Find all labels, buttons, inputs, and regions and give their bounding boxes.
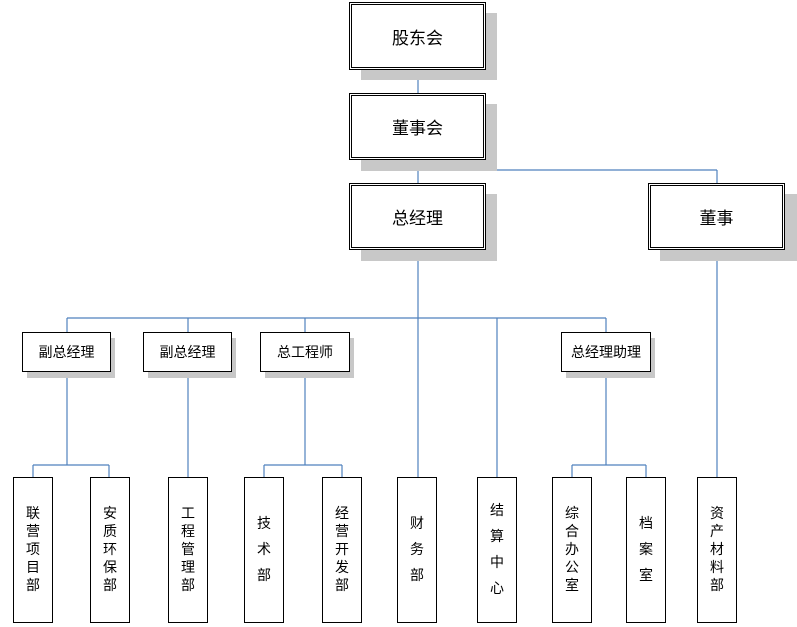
dept-safety-env: 安质环保部 bbox=[90, 477, 130, 623]
shareholders-box: 股东会 bbox=[349, 2, 486, 70]
dept-joint-project: 联营项目部 bbox=[13, 477, 53, 623]
director-label: 董事 bbox=[699, 209, 734, 229]
dept-assets-materials-label: 资产材料部 bbox=[710, 506, 724, 594]
vgm2-box: 副总经理 bbox=[143, 332, 232, 372]
dept-finance: 财务部 bbox=[397, 477, 437, 623]
vgm1-label: 副总经理 bbox=[38, 345, 95, 361]
dept-archives-label: 档案室 bbox=[639, 516, 653, 584]
dept-engineering: 工程管理部 bbox=[168, 477, 208, 623]
dept-business-dev: 经营开发部 bbox=[322, 477, 362, 623]
dept-joint-project-label: 联营项目部 bbox=[26, 506, 40, 594]
dept-settlement-label: 结算中心 bbox=[490, 503, 504, 597]
general-manager-box: 总经理 bbox=[349, 183, 486, 250]
dept-general-office-label: 综合办公室 bbox=[565, 506, 579, 594]
general-manager-label: 总经理 bbox=[392, 209, 443, 229]
dept-finance-label: 财务部 bbox=[410, 516, 424, 584]
dept-safety-env-label: 安质环保部 bbox=[103, 506, 117, 594]
board-box: 董事会 bbox=[349, 93, 486, 160]
dept-business-dev-label: 经营开发部 bbox=[335, 506, 349, 594]
dept-technology: 技术部 bbox=[244, 477, 284, 623]
vgm2-label: 副总经理 bbox=[159, 345, 216, 361]
vgm1-box: 副总经理 bbox=[22, 332, 111, 372]
dept-engineering-label: 工程管理部 bbox=[181, 506, 195, 594]
dept-technology-label: 技术部 bbox=[257, 516, 271, 584]
gm-assistant-box: 总经理助理 bbox=[561, 332, 651, 372]
dept-general-office: 综合办公室 bbox=[552, 477, 592, 623]
director-box: 董事 bbox=[648, 183, 785, 250]
chief-engineer-label: 总工程师 bbox=[277, 345, 333, 361]
board-label: 董事会 bbox=[392, 119, 443, 139]
shareholders-label: 股东会 bbox=[392, 28, 443, 49]
gm-assistant-label: 总经理助理 bbox=[571, 345, 641, 361]
dept-archives: 档案室 bbox=[626, 477, 666, 623]
chief-engineer-box: 总工程师 bbox=[260, 332, 350, 372]
dept-settlement: 结算中心 bbox=[477, 477, 517, 623]
dept-assets-materials: 资产材料部 bbox=[697, 477, 737, 623]
